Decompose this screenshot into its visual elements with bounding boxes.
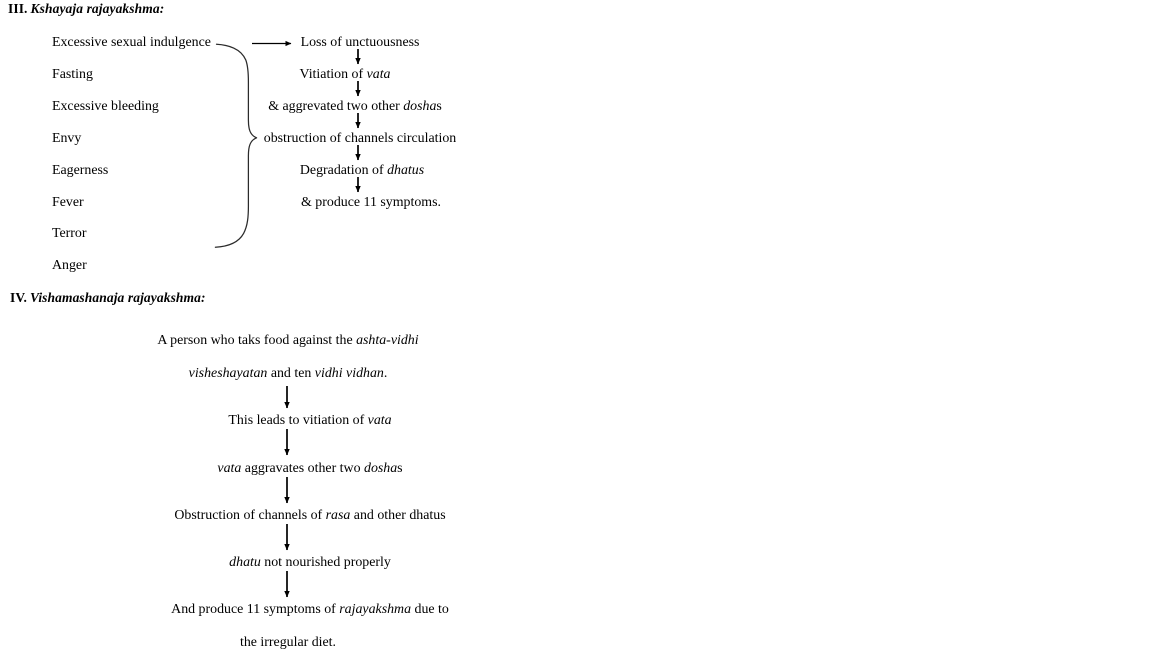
- flow-step: This leads to vitiation of vata: [228, 413, 392, 428]
- flow-step: & produce 11 symptoms.: [301, 195, 441, 210]
- cause-item: Fasting: [52, 68, 93, 82]
- flow-step: the irregular diet.: [239, 635, 337, 650]
- flow-step: & aggrevated two other doshas: [268, 99, 442, 114]
- cause-item-label: Fasting: [52, 67, 93, 82]
- cause-item: Anger: [52, 259, 87, 273]
- flow-step: Loss of unctuousness: [300, 35, 420, 50]
- cause-item: Envy: [52, 132, 81, 146]
- cause-item-label: Fever: [52, 195, 84, 210]
- cause-item-label: Eagerness: [52, 163, 109, 178]
- flow-step: dhatu not nourished properly: [229, 555, 391, 570]
- flow-step: vata aggravates other two doshas: [217, 461, 403, 476]
- cause-item-label: Terror: [52, 226, 87, 241]
- cause-item-label: Excessive sexual indulgence: [52, 35, 211, 50]
- flow-step: Obstruction of channels of rasa and othe…: [174, 508, 446, 523]
- section-4-heading: IV.Vishamashanaja rajayakshma:: [10, 291, 206, 305]
- cause-item-label: Envy: [52, 131, 82, 146]
- cause-item: Eagerness: [52, 164, 108, 178]
- flow-step: And produce 11 symptoms of rajayakshma d…: [171, 602, 449, 617]
- flow-step: A person who taks food against the ashta…: [157, 333, 419, 348]
- cause-item-label: Anger: [52, 258, 87, 273]
- cause-item: Terror: [52, 227, 87, 241]
- cause-item: Excessive sexual indulgence: [52, 36, 211, 50]
- flow-step: Vitiation of vata: [299, 67, 391, 82]
- curly-brace-grouping-causes: [214, 43, 258, 248]
- flow-step: Degradation of dhatus: [299, 163, 425, 178]
- section-3-title: Kshayaja rajayakshma:: [30, 1, 165, 16]
- flow-step: visheshayatan and ten vidhi vidhan.: [188, 366, 388, 381]
- section-4-title: Vishamashanaja rajayakshma:: [29, 290, 206, 305]
- cause-item: Excessive bleeding: [52, 100, 159, 114]
- cause-item-label: Excessive bleeding: [52, 99, 159, 114]
- cause-item: Fever: [52, 196, 84, 210]
- section-3-heading: III.Kshayaja rajayakshma:: [8, 2, 164, 16]
- section-3-numeral: III.: [8, 1, 28, 16]
- flow-step: obstruction of channels circulation: [263, 131, 457, 146]
- section-4-numeral: IV.: [10, 290, 27, 305]
